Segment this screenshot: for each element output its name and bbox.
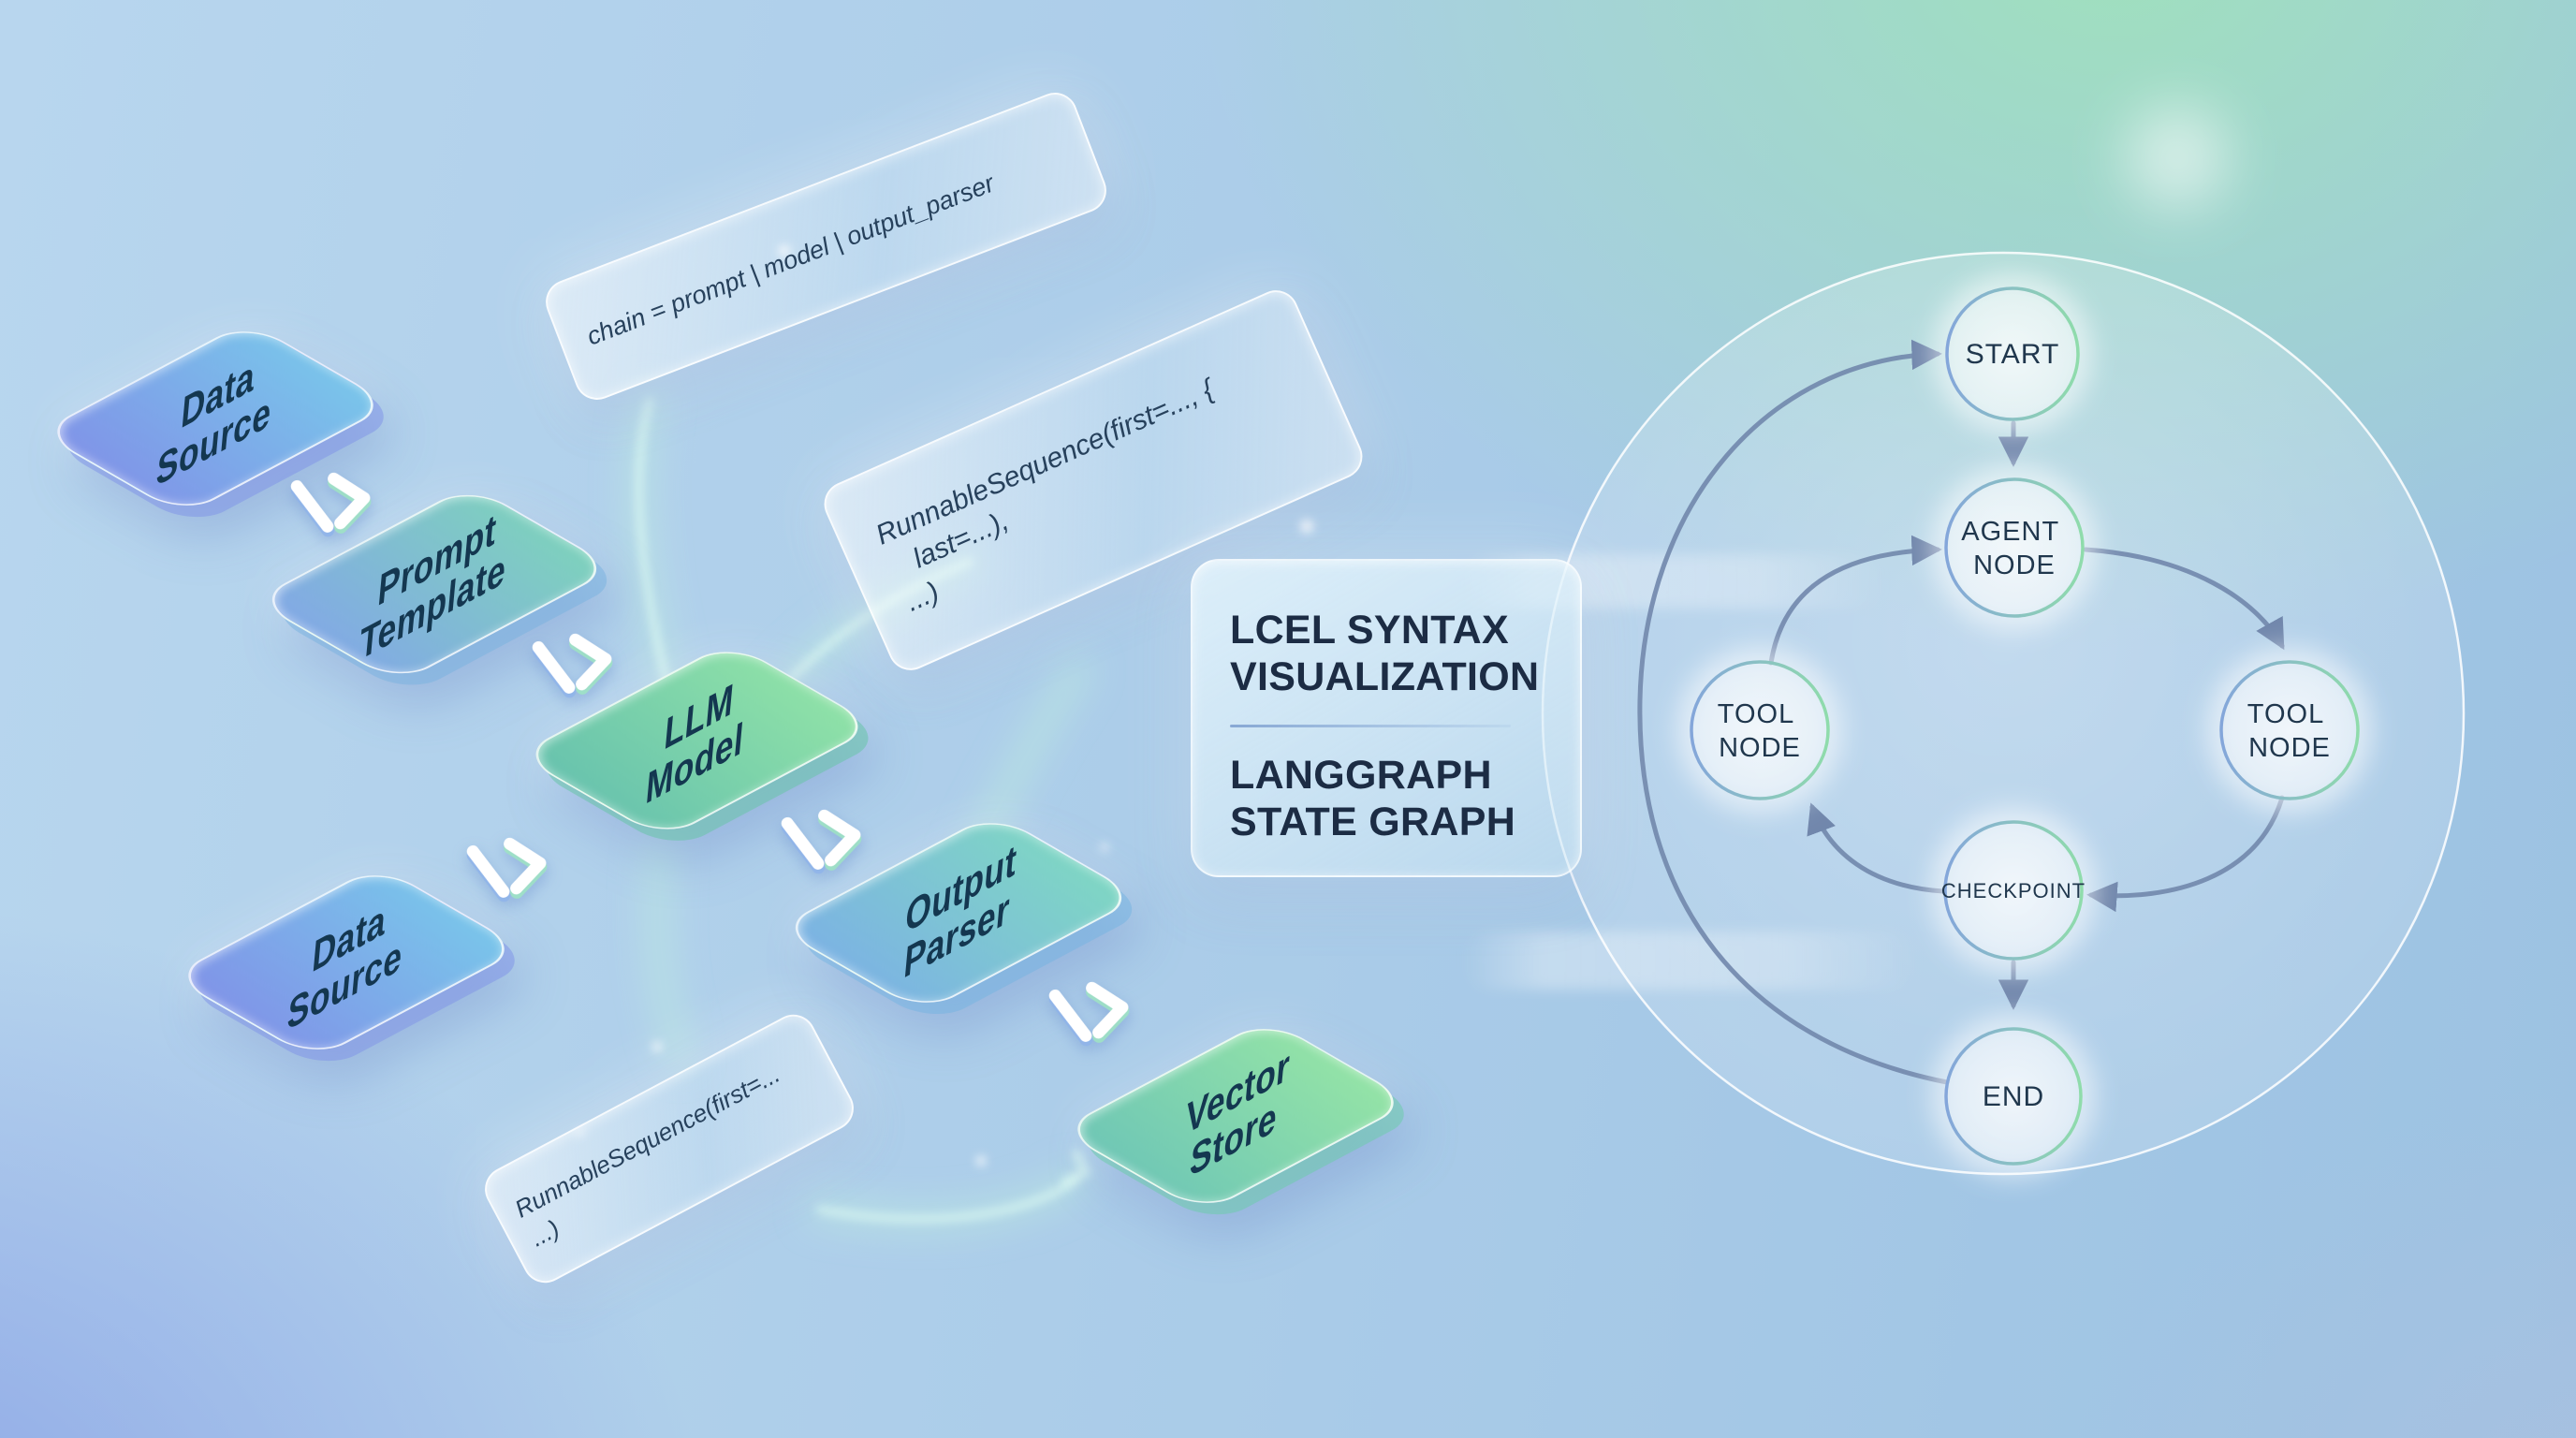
- pipe-operator-icon: [466, 837, 548, 902]
- state-graph-layer: START AGENT NODE TOOL NODE TOOL NODE: [1541, 251, 2466, 1179]
- flow-node-label: Data Source: [285, 885, 408, 1041]
- graph-node-checkpoint: [1943, 820, 2084, 961]
- graph-node-agent: [1944, 477, 2085, 618]
- pipe-operator-icon: [290, 472, 372, 537]
- graph-node-tool-right-label-line: TOOL: [2247, 699, 2323, 729]
- svg-text:TOOL NODE: TOOL NODE: [1718, 699, 1802, 763]
- graph-node-end-label: END: [1983, 1081, 2044, 1112]
- pipe-operator-icon: [1048, 981, 1130, 1047]
- page-title-line: LCEL SYNTAX: [1230, 608, 1509, 653]
- svg-text:START: START: [1966, 339, 2060, 370]
- graph-node-agent-label-line: AGENT: [1961, 517, 2058, 547]
- circle-highlight-glow: [2126, 106, 2229, 209]
- svg-text:TOOL NODE: TOOL NODE: [2247, 699, 2332, 763]
- pipe-operator-icon: [781, 809, 862, 874]
- page-title: LCEL SYNTAX VISUALIZATION: [1230, 608, 1543, 701]
- graph-node-tool-left: [1690, 660, 1830, 800]
- graph-node-start: [1945, 286, 2080, 421]
- state-graph-edges: [1637, 339, 2285, 1085]
- page-subtitle-line: LANGGRAPH: [1230, 752, 1492, 798]
- pipe-operator-icon: [532, 633, 613, 698]
- title-divider: [1230, 724, 1511, 727]
- flow-node-label: Data Source: [154, 341, 277, 497]
- graph-node-tool-left-label-line: NODE: [1719, 733, 1801, 763]
- graph-node-end: [1944, 1027, 2083, 1166]
- graph-node-tool-right-label-line: NODE: [2248, 733, 2331, 763]
- graph-node-agent-label-line: NODE: [1973, 550, 2056, 580]
- graph-node-checkpoint-label: CHECKPOINT: [1941, 879, 2086, 902]
- flow-node-label: LLM Model: [644, 668, 750, 814]
- edge-end-to-start-loop: [1637, 339, 1950, 1085]
- page-subtitle-line: STATE GRAPH: [1230, 799, 1516, 844]
- svg-text:AGENT NODE: AGENT NODE: [1961, 517, 2067, 580]
- edge-checkpoint-to-tool-left: [1807, 802, 1946, 894]
- graph-node-tool-left-label-line: TOOL: [1718, 699, 1793, 729]
- edge-agent-to-tool-right: [2083, 547, 2285, 651]
- graph-node-tool-right: [2219, 660, 2360, 800]
- edge-tool-left-to-agent: [1768, 535, 1942, 666]
- title-panel: LCEL SYNTAX VISUALIZATION LANGGRAPH STAT…: [1191, 559, 1582, 877]
- flow-node-label: Vector Store: [1179, 1040, 1292, 1191]
- graph-node-start-label: START: [1966, 339, 2060, 370]
- edge-tool-right-to-checkpoint: [2086, 795, 2285, 913]
- state-graph-nodes: START AGENT NODE TOOL NODE TOOL NODE: [1676, 273, 2373, 1179]
- svg-text:CHECKPOINT: CHECKPOINT: [1941, 879, 2086, 902]
- page-title-line: VISUALIZATION: [1230, 653, 1540, 699]
- page-subtitle: LANGGRAPH STATE GRAPH: [1230, 753, 1543, 846]
- svg-text:END: END: [1983, 1081, 2044, 1112]
- flow-node-label: Output Parser: [899, 835, 1018, 990]
